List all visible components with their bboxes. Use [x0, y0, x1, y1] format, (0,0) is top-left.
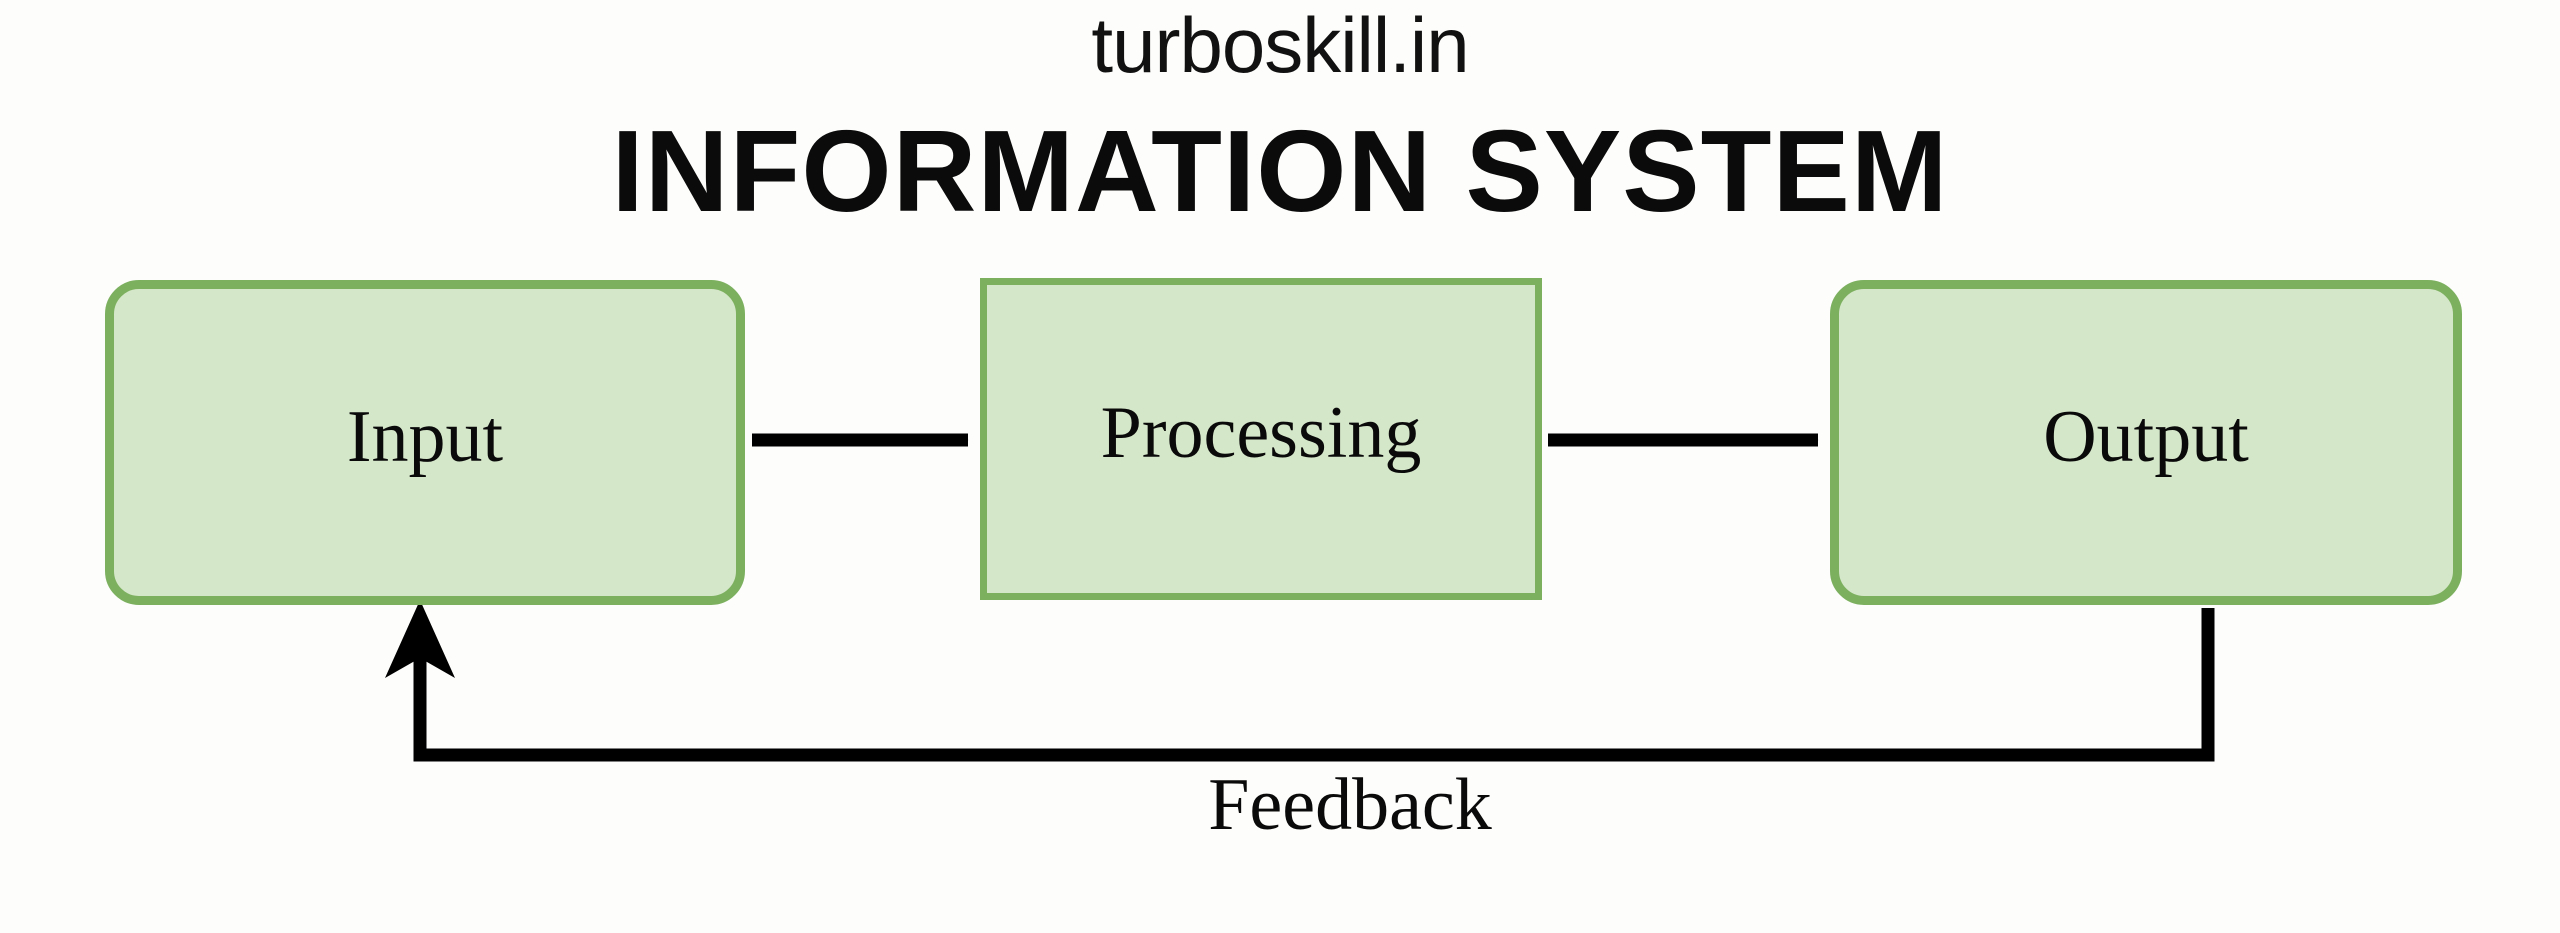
feedback-arrowhead [385, 600, 455, 678]
node-input[interactable]: Input [105, 280, 745, 605]
node-input-label: Input [346, 395, 504, 478]
node-output-label: Output [2043, 395, 2249, 478]
page-title: INFORMATION SYSTEM [611, 106, 1949, 236]
node-output[interactable]: Output [1830, 280, 2462, 605]
brand-title: turboskill.in [1091, 1, 1469, 89]
node-processing-label: Processing [1100, 392, 1422, 474]
node-processing[interactable]: Processing [980, 278, 1542, 600]
edge-feedback-label: Feedback [1208, 764, 1492, 846]
arrow-feedback-loop [385, 600, 2215, 762]
